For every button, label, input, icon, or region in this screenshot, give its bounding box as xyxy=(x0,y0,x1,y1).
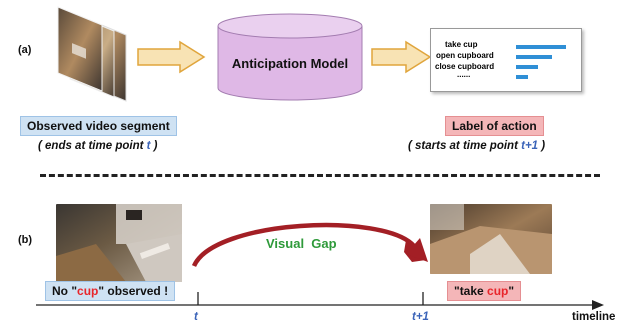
model-label: Anticipation Model xyxy=(231,56,349,71)
output-item: open cupboard xyxy=(436,51,494,60)
take-cup-caption: "take cup" xyxy=(447,281,522,301)
action-time-suffix: ) xyxy=(538,140,546,152)
arrow-to-output xyxy=(371,40,432,74)
take-cup-pre: "take xyxy=(454,284,488,298)
score-bar xyxy=(516,75,528,79)
score-bar xyxy=(516,65,538,69)
tick-label-t1: t+1 xyxy=(412,311,429,323)
no-cup-post: " observed ! xyxy=(98,284,169,298)
time-var-t: t xyxy=(146,140,151,152)
take-cup-word: cup xyxy=(487,284,509,298)
observed-segment-label: Observed video segment xyxy=(20,116,177,136)
take-cup-post: " xyxy=(508,284,515,298)
observed-frame-image xyxy=(56,204,182,282)
no-cup-caption: No "cup" observed ! xyxy=(45,281,176,301)
output-item: ...... xyxy=(457,70,471,79)
panel-a-label: (a) xyxy=(18,44,32,56)
anticipation-model-cylinder xyxy=(217,13,363,101)
score-bar xyxy=(516,55,552,59)
panel-b-label: (b) xyxy=(18,234,33,246)
action-time-prefix: ( starts at time point xyxy=(408,140,522,152)
time-var-t1: t+1 xyxy=(521,140,539,152)
output-prediction-box: take cup open cupboard close cupboard ..… xyxy=(430,28,582,92)
visual-gap-arrow xyxy=(191,222,428,268)
no-cup-pre: No " xyxy=(52,284,78,298)
panel-divider xyxy=(40,174,600,177)
output-item: take cup xyxy=(445,40,478,49)
no-cup-word: cup xyxy=(77,284,99,298)
video-frames-stack xyxy=(57,6,127,102)
timeline-label: timeline xyxy=(572,311,616,323)
score-bar xyxy=(516,45,566,49)
timeline-axis xyxy=(36,292,604,310)
tick-label-t: t xyxy=(194,311,198,323)
action-time-note: ( starts at time point t+1 ) xyxy=(408,140,545,152)
observed-time-suffix: ) xyxy=(150,140,158,152)
action-frame-image xyxy=(430,204,552,274)
arrow-to-model xyxy=(137,40,206,74)
visual-gap-label: Visual Gap xyxy=(266,236,337,251)
observed-time-prefix: ( ends at time point xyxy=(38,140,147,152)
observed-time-note: ( ends at time point t ) xyxy=(38,140,158,152)
output-item: close cupboard xyxy=(435,62,495,71)
action-label-box: Label of action xyxy=(445,116,544,136)
